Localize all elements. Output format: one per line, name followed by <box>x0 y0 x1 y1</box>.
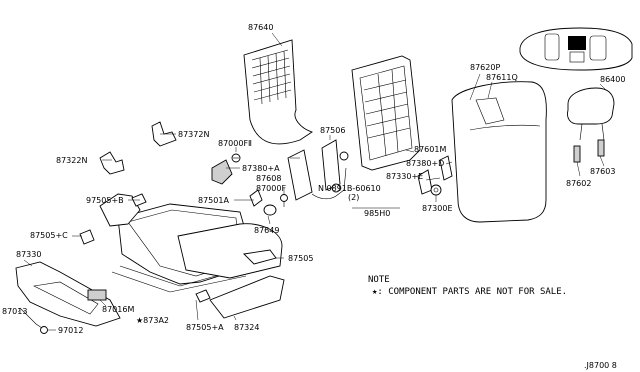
label-87506: 87506 <box>320 126 345 135</box>
label-bolt-08918: N 0891B-60610 <box>318 184 381 193</box>
label-87611Q: 87611Q <box>486 73 518 82</box>
label-87640: 87640 <box>248 23 273 32</box>
label-87505: 87505 <box>288 254 313 263</box>
label-87501A: 87501A <box>198 196 229 205</box>
label-87000F: 87000F <box>256 184 286 193</box>
label-873A2: ★873A2 <box>136 316 169 325</box>
diagram-code: .J8700 8 <box>584 361 617 370</box>
bracket-87322N <box>99 151 125 175</box>
label-87322N: 87322N <box>56 156 87 165</box>
headrest-guide-87602 <box>573 145 581 163</box>
side-cover-87324 <box>209 275 285 319</box>
lever-87013 <box>19 307 43 329</box>
note-title: NOTE <box>368 275 390 285</box>
label-87620P: 87620P <box>470 63 500 72</box>
label-985H0: 985H0 <box>364 209 390 218</box>
screw-87000F <box>280 194 288 207</box>
label-87608: 87608 <box>256 174 281 183</box>
label-87016M: 87016M <box>102 305 134 314</box>
leader-lines <box>17 32 607 331</box>
label-87505A: 87505+A <box>186 323 224 332</box>
label-87601M: 87601M <box>414 145 446 154</box>
seat-back-cushion-87620P <box>451 81 547 223</box>
label-87505C: 87505+C <box>30 231 68 240</box>
side-finisher-87330 <box>15 261 121 327</box>
screw-97012 <box>40 326 48 334</box>
seat-back-cushion-trim <box>469 124 541 131</box>
headrest-guide-87603 <box>597 139 605 157</box>
knob-87649 <box>263 204 277 216</box>
bracket-87380A <box>211 159 233 185</box>
label-87649: 87649 <box>254 226 279 235</box>
side-finisher-87330-detail <box>33 281 99 315</box>
car-location-icon <box>519 27 633 71</box>
clip-87505A <box>195 289 211 303</box>
label-97012: 97012 <box>58 326 83 335</box>
note-text: ★: COMPONENT PARTS ARE NOT FOR SALE. <box>372 287 567 297</box>
label-87300E: 87300E <box>422 204 453 213</box>
label-87330: 87330 <box>16 250 41 259</box>
seat-back-board-87640 <box>243 39 314 145</box>
label-87380A: 87380+A <box>242 164 280 173</box>
label-87603: 87603 <box>590 167 615 176</box>
knob-87300E <box>430 184 442 196</box>
knob-part <box>339 151 349 161</box>
clip-87505C <box>79 229 95 245</box>
side-cover-87608 <box>287 149 313 201</box>
harness-985H0 <box>311 167 347 200</box>
seat-back-cushion-seam <box>475 97 505 125</box>
label-87602: 87602 <box>566 179 591 188</box>
label-86400: 86400 <box>600 75 625 84</box>
label-97505B: 97505+B <box>86 196 124 205</box>
bracket-87380D <box>439 155 453 181</box>
label-87000FII: 87000FⅡ <box>218 139 252 148</box>
label-87372N: 87372N <box>178 130 209 139</box>
switch-87016M <box>87 289 107 301</box>
screw-87000FII <box>231 153 241 163</box>
headrest-86400 <box>567 87 615 141</box>
label-bolt-qty: (2) <box>348 193 359 202</box>
label-87380D: 87380+D <box>406 159 444 168</box>
seat-back-frame-87601M <box>351 55 421 171</box>
cover-87501A <box>249 189 263 207</box>
trim-87506 <box>321 139 341 191</box>
bolt-08918 <box>331 183 341 193</box>
cushion-pad <box>177 223 283 279</box>
label-87330E: 87330+E <box>386 172 423 181</box>
label-87324: 87324 <box>234 323 259 332</box>
label-87013: 87013 <box>2 307 27 316</box>
